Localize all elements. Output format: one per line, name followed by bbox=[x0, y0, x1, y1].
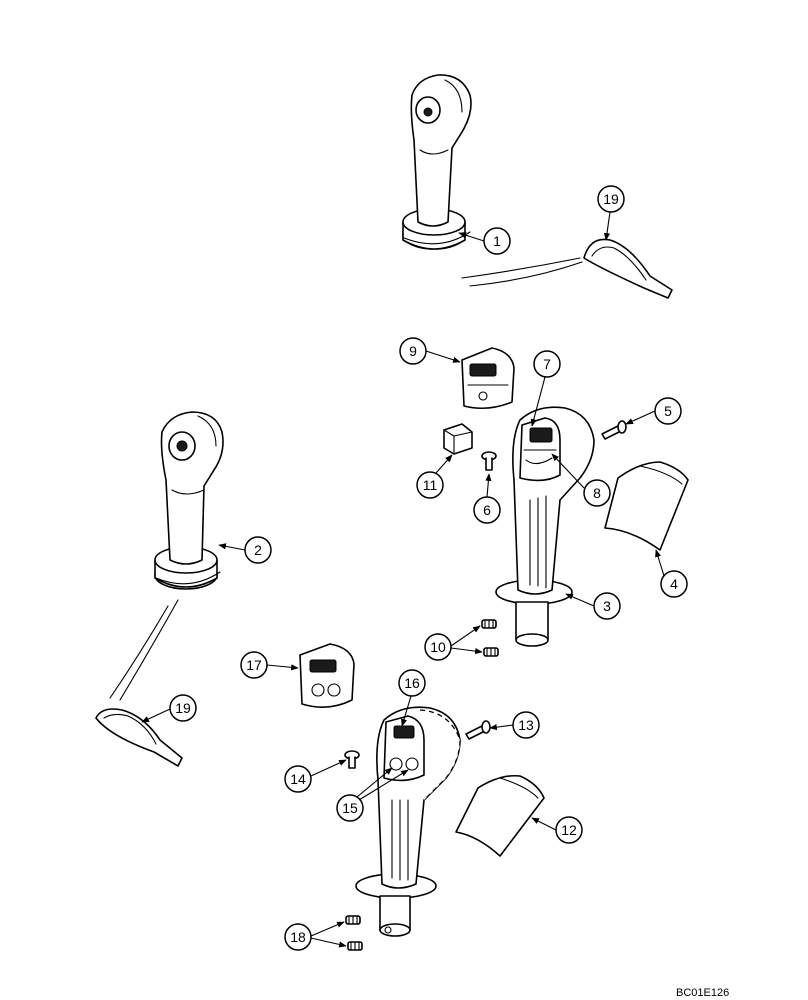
callout-12: 12 bbox=[531, 816, 583, 844]
cable-tie-part-19-top bbox=[461, 238, 673, 299]
svg-text:12: 12 bbox=[561, 822, 577, 838]
screw-part-6 bbox=[481, 451, 497, 471]
screw-part-13 bbox=[465, 720, 491, 740]
figure-reference-code: BC01E126 bbox=[676, 987, 729, 999]
svg-text:14: 14 bbox=[290, 771, 306, 787]
callout-10: 10 bbox=[424, 625, 483, 661]
faceplate-part-17 bbox=[299, 643, 355, 708]
faceplate-part-9 bbox=[461, 347, 515, 410]
svg-text:15: 15 bbox=[342, 800, 358, 816]
svg-text:2: 2 bbox=[254, 542, 262, 558]
svg-text:19: 19 bbox=[603, 191, 619, 207]
joystick-handle-part-3 bbox=[495, 406, 595, 647]
callout-3: 3 bbox=[565, 592, 621, 620]
callout-19-top: 19 bbox=[597, 185, 625, 241]
callout-17: 17 bbox=[240, 651, 299, 679]
callout-9: 9 bbox=[399, 337, 461, 365]
callout-8: 8 bbox=[551, 453, 611, 507]
svg-text:6: 6 bbox=[483, 502, 491, 518]
svg-text:17: 17 bbox=[246, 657, 262, 673]
cable-tie-part-19-left bbox=[95, 599, 183, 767]
svg-text:11: 11 bbox=[423, 477, 438, 493]
svg-text:5: 5 bbox=[664, 403, 672, 419]
callout-16: 16 bbox=[398, 669, 426, 727]
joystick-handle-part-1 bbox=[402, 74, 472, 250]
boot-cover-part-4 bbox=[604, 461, 689, 551]
svg-text:1: 1 bbox=[493, 233, 501, 249]
callout-1: 1 bbox=[458, 227, 511, 255]
screw-part-5 bbox=[601, 420, 627, 440]
callout-13: 13 bbox=[489, 711, 540, 739]
svg-text:16: 16 bbox=[404, 675, 420, 691]
svg-text:7: 7 bbox=[543, 356, 551, 372]
callout-18: 18 bbox=[284, 921, 347, 951]
spring-pair-part-18 bbox=[345, 915, 363, 951]
svg-text:13: 13 bbox=[518, 717, 534, 733]
callout-7: 7 bbox=[530, 350, 561, 427]
switch-part-11 bbox=[443, 423, 473, 455]
callout-2: 2 bbox=[218, 536, 272, 564]
svg-text:10: 10 bbox=[430, 639, 446, 655]
callout-19-left: 19 bbox=[141, 694, 197, 723]
svg-text:3: 3 bbox=[603, 598, 611, 614]
svg-text:8: 8 bbox=[593, 485, 601, 501]
callout-15: 15 bbox=[336, 767, 409, 822]
svg-text:9: 9 bbox=[409, 343, 417, 359]
screw-part-14 bbox=[344, 750, 360, 769]
boot-cover-part-12 bbox=[455, 774, 545, 857]
spring-pair-part-10 bbox=[481, 619, 499, 657]
svg-text:18: 18 bbox=[290, 929, 306, 945]
callout-14: 14 bbox=[284, 759, 347, 793]
callout-5: 5 bbox=[625, 397, 682, 425]
joystick-handle-lower bbox=[355, 706, 461, 937]
svg-text:4: 4 bbox=[670, 576, 678, 592]
svg-text:19: 19 bbox=[175, 700, 191, 716]
callout-4: 4 bbox=[655, 549, 688, 598]
callout-11: 11 bbox=[416, 454, 453, 499]
callout-6: 6 bbox=[473, 473, 501, 524]
joystick-handle-part-2 bbox=[154, 411, 224, 590]
